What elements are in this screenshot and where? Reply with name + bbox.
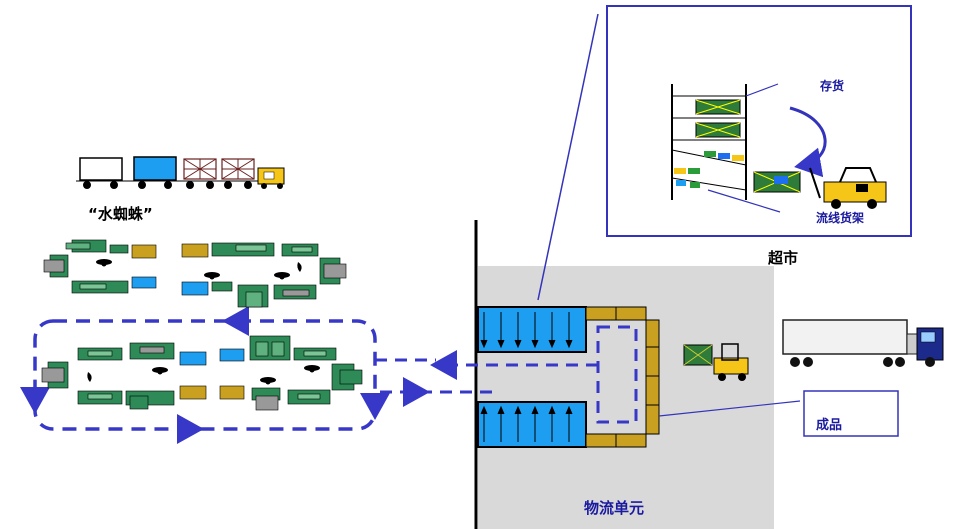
finished-goods-box [803,390,899,437]
train-icon [76,156,285,189]
logistics-route [596,325,638,424]
outbound-rack [477,401,587,448]
logistics-unit-area [478,266,774,529]
operator-icon [87,365,320,385]
flow-rack-label: 流线货架 [816,211,865,225]
supermarket-label: 超市 [768,249,799,267]
operator-icon [96,259,302,280]
production-cells-lower [41,335,363,411]
rack-icon [671,84,747,200]
logistics-unit-label: 物流单元 [584,499,645,517]
finished-goods-pallets [585,306,660,448]
storage-label: 存货 [820,79,845,93]
inbound-rack [477,306,587,353]
forklift-icon [753,167,887,209]
forklift-icon [683,343,749,381]
truck-icon [782,319,944,367]
water-spider-label: “水蜘蛛” [88,205,153,223]
finished-goods-label: 成品 [816,418,843,433]
production-cells-upper [43,239,347,308]
water-spider-route [33,319,377,431]
